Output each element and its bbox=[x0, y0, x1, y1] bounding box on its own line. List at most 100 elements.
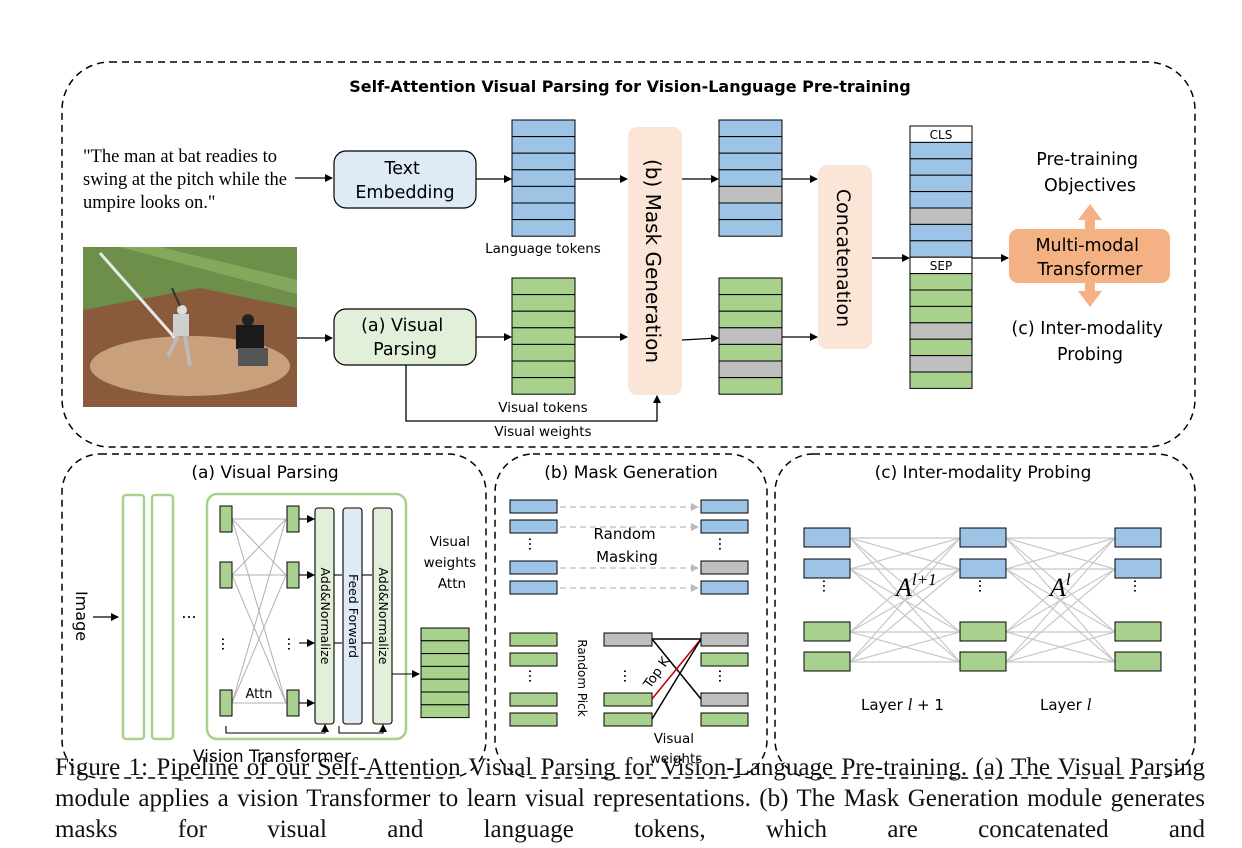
pretraining-objectives-label: Pre-training Objectives bbox=[1036, 150, 1144, 196]
vertical-ellipsis: ... bbox=[819, 579, 837, 593]
input-visual-token bbox=[509, 652, 558, 667]
probing-line bbox=[849, 568, 961, 663]
probing-token bbox=[1114, 527, 1162, 548]
masked-language-token bbox=[718, 219, 783, 237]
visual-token bbox=[511, 343, 576, 362]
masked-language-token bbox=[718, 202, 783, 221]
vertical-ellipsis: ... bbox=[715, 669, 733, 683]
probing-token bbox=[803, 558, 851, 579]
concatenation-box bbox=[818, 165, 872, 349]
concatenated-token-stack bbox=[909, 125, 973, 389]
probing-token bbox=[803, 651, 851, 672]
vit-out-token bbox=[420, 653, 470, 667]
vit-output-token-stack bbox=[420, 627, 470, 719]
ellipsis-left: ... bbox=[218, 637, 236, 651]
ellipsis-right: ... bbox=[284, 637, 302, 651]
language-token bbox=[511, 119, 576, 138]
attn-label: Attn bbox=[245, 687, 272, 702]
vertical-ellipsis: ... bbox=[525, 669, 543, 683]
mask-generation-tokens: ............... bbox=[509, 499, 749, 727]
masked-language-token bbox=[718, 169, 783, 187]
mask-generation-box bbox=[628, 127, 682, 395]
up-arrow-icon bbox=[1078, 204, 1102, 229]
multimodal-transformer-box bbox=[1009, 229, 1170, 283]
layer-column-1 bbox=[121, 493, 146, 741]
inter-modality-probing-label: (c) Inter-modality Probing bbox=[1011, 319, 1168, 365]
masked-language-token bbox=[700, 499, 749, 514]
visual-token bbox=[511, 377, 576, 395]
masked-language-token-stack bbox=[718, 119, 783, 237]
masked-visual-token bbox=[700, 632, 749, 647]
input-visual-token bbox=[509, 632, 558, 647]
concatenated-token bbox=[909, 355, 973, 373]
visual-token bbox=[511, 294, 576, 312]
probing-line bbox=[1005, 568, 1116, 663]
visual-token bbox=[511, 310, 576, 329]
masked-language-token bbox=[718, 152, 783, 171]
masked-language-token bbox=[700, 560, 749, 575]
vision-transformer-label: Vision Transformer bbox=[193, 747, 351, 767]
feed-forward-label: Feed Forward bbox=[346, 574, 361, 658]
panel-c-border bbox=[774, 453, 1196, 779]
layer-column-2 bbox=[150, 493, 175, 741]
attention-connections bbox=[231, 518, 287, 704]
probing-token bbox=[803, 621, 851, 642]
masked-visual-token bbox=[718, 327, 783, 345]
concatenated-token bbox=[909, 371, 973, 389]
masked-language-token bbox=[718, 136, 783, 154]
vit-input-token bbox=[219, 561, 233, 589]
visual-token bbox=[511, 327, 576, 345]
masked-visual-token bbox=[718, 360, 783, 379]
feed-forward-box bbox=[342, 507, 363, 725]
layers-ellipsis: ... bbox=[181, 603, 196, 622]
probing-token bbox=[959, 651, 1007, 672]
input-caption: "The man at bat readies to swing at the … bbox=[83, 147, 292, 213]
masked-visual-token bbox=[718, 277, 783, 296]
language-token bbox=[511, 202, 576, 221]
multimodal-transformer-label: Multi-modal Transformer bbox=[1035, 236, 1144, 280]
language-token bbox=[511, 185, 576, 204]
concatenated-token bbox=[909, 174, 973, 193]
visual-parsing-label: (a) Visual Parsing bbox=[361, 316, 449, 360]
panel-a-border bbox=[61, 453, 487, 779]
top-k-lines bbox=[651, 638, 702, 720]
visual-token bbox=[511, 360, 576, 379]
masked-language-token bbox=[700, 519, 749, 534]
language-token bbox=[511, 169, 576, 187]
panel-b-title: (b) Mask Generation bbox=[544, 463, 718, 483]
concatenated-token bbox=[909, 141, 973, 160]
language-token bbox=[511, 152, 576, 171]
panel-a-title: (a) Visual Parsing bbox=[191, 463, 338, 483]
vertical-ellipsis: ... bbox=[715, 537, 733, 551]
concatenated-token bbox=[909, 223, 973, 242]
language-token bbox=[511, 136, 576, 154]
concatenated-token bbox=[909, 289, 973, 307]
vit-output-token bbox=[286, 505, 300, 533]
panel-c-title: (c) Inter-modality Probing bbox=[875, 463, 1092, 483]
probing-line bbox=[1005, 537, 1116, 633]
random-pick-label: Random Pick bbox=[575, 639, 589, 716]
masked-visual-token bbox=[700, 652, 749, 667]
masked-visual-token bbox=[718, 377, 783, 395]
vit-tokens bbox=[219, 505, 300, 717]
picked-visual-token bbox=[603, 712, 653, 727]
input-language-token bbox=[509, 519, 558, 534]
masked-visual-token bbox=[700, 692, 749, 707]
visual-weights-label: Visual weights bbox=[494, 424, 591, 440]
input-visual-token bbox=[509, 712, 558, 727]
visual-tokens-label: Visual tokens bbox=[498, 400, 587, 416]
vision-transformer-frame bbox=[205, 492, 408, 741]
sep-token-label: SEP bbox=[930, 259, 952, 273]
probing-line bbox=[1005, 537, 1116, 570]
attention-line bbox=[231, 518, 287, 576]
attention-lower-label: Al bbox=[1048, 570, 1071, 602]
vit-input-token bbox=[219, 505, 233, 533]
attention-line bbox=[231, 574, 287, 704]
masked-visual-token bbox=[700, 712, 749, 727]
random-masking-label: Random Masking bbox=[594, 525, 661, 566]
concatenated-token bbox=[909, 191, 973, 209]
layer-upper-label: Layer l + 1 bbox=[861, 695, 944, 714]
probing-connections bbox=[849, 537, 1116, 663]
concatenated-token bbox=[909, 322, 973, 340]
image-label: Image bbox=[72, 591, 91, 641]
